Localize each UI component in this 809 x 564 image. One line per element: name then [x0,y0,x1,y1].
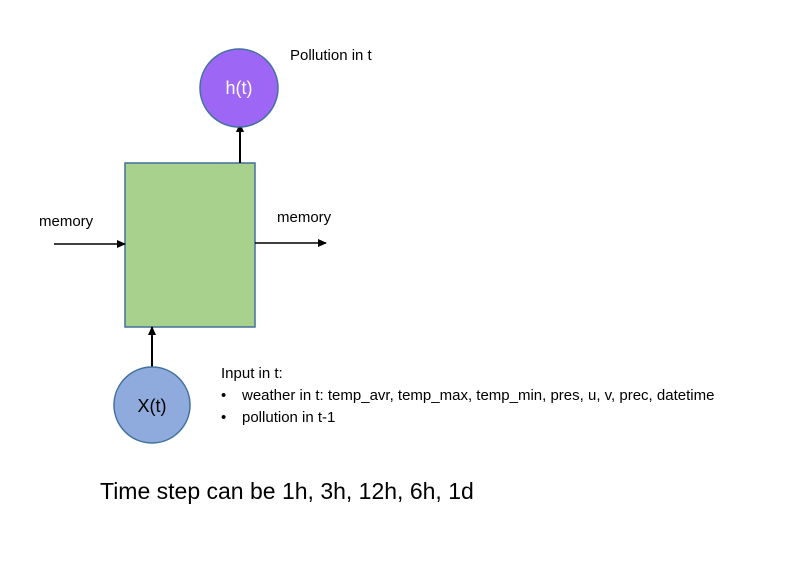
rnn-cell-box [124,162,256,328]
input-description-item-text: weather in t: temp_avr, temp_max, temp_m… [242,387,715,404]
input-node-circle [113,366,191,444]
time-step-note: Time step can be 1h, 3h, 12h, 6h, 1d [100,478,474,504]
output-node-circle [199,48,279,128]
output-node: h(t) [199,48,279,128]
input-node: X(t) [113,366,191,444]
output-node-label: h(t) [226,78,253,98]
input-description-item: • weather in t: temp_avr, temp_max, temp… [221,385,714,407]
bullet-icon: • [221,409,227,426]
memory-in-label: memory [39,213,94,230]
input-description-item: • pollution in t-1 [221,407,714,429]
input-description: Input in t: • weather in t: temp_avr, te… [221,363,714,429]
memory-out-label: memory [277,209,332,226]
input-node-label: X(t) [138,396,167,416]
input-description-item-text: pollution in t-1 [242,409,336,426]
bullet-icon: • [221,387,227,404]
output-label: Pollution in t [290,47,372,64]
input-description-heading: Input in t: [221,365,283,382]
input-description-list: • weather in t: temp_avr, temp_max, temp… [221,385,714,429]
